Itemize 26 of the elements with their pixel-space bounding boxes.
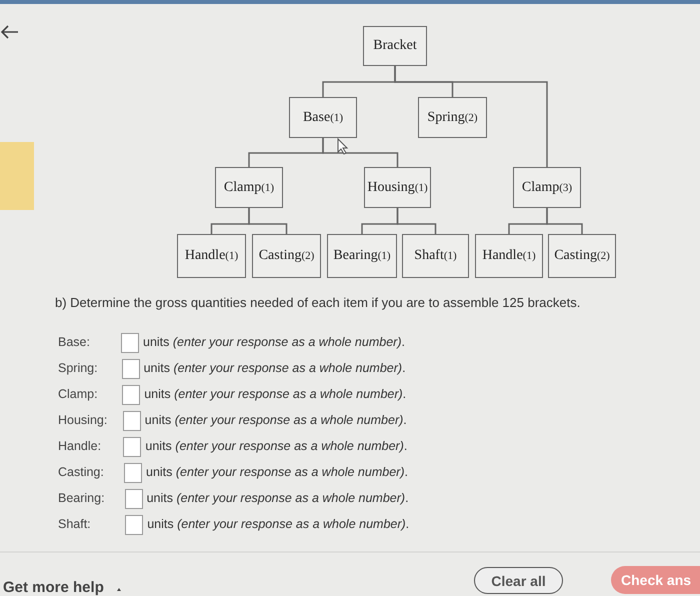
instruction-text: units (enter your response as a whole number). — [144, 361, 406, 375]
field-label: Clamp: — [58, 387, 98, 401]
field-label: Housing: — [58, 413, 108, 427]
check-answer-button: Check ans — [611, 566, 700, 594]
field-label: Shaft: — [58, 517, 91, 531]
connector-line — [396, 208, 436, 234]
connector-line — [394, 66, 548, 167]
connector-line — [322, 138, 398, 167]
help-link: Get more help — [3, 579, 104, 596]
instruction-text: units (enter your response as a whole number). — [144, 387, 406, 401]
clear-all-button: Clear all — [474, 567, 563, 594]
field-label: Bearing: — [58, 491, 105, 505]
part-box: Bracket — [363, 26, 427, 66]
instruction-text: units (enter your response as a whole number). — [146, 465, 408, 479]
instruction-text: units (enter your response as a whole number). — [144, 413, 407, 427]
instruction-text: units (enter your response as a whole number). — [145, 439, 408, 453]
instruction-text: units (enter your response as a whole number). — [143, 335, 405, 349]
instruction-text: units (enter your response as a whole number). — [147, 517, 410, 531]
instruction-text: units (enter your response as a whole number). — [146, 491, 409, 505]
question-text: b) Determine the gross quantities needed of each item if you are to assemble 125 brackets. — [55, 295, 580, 310]
connector-line — [546, 208, 583, 234]
field-label: Spring: — [58, 361, 98, 375]
connector-line — [248, 208, 288, 234]
field-label: Casting: — [58, 465, 104, 479]
field-label: Base: — [58, 335, 90, 349]
field-label: Handle: — [58, 439, 102, 453]
